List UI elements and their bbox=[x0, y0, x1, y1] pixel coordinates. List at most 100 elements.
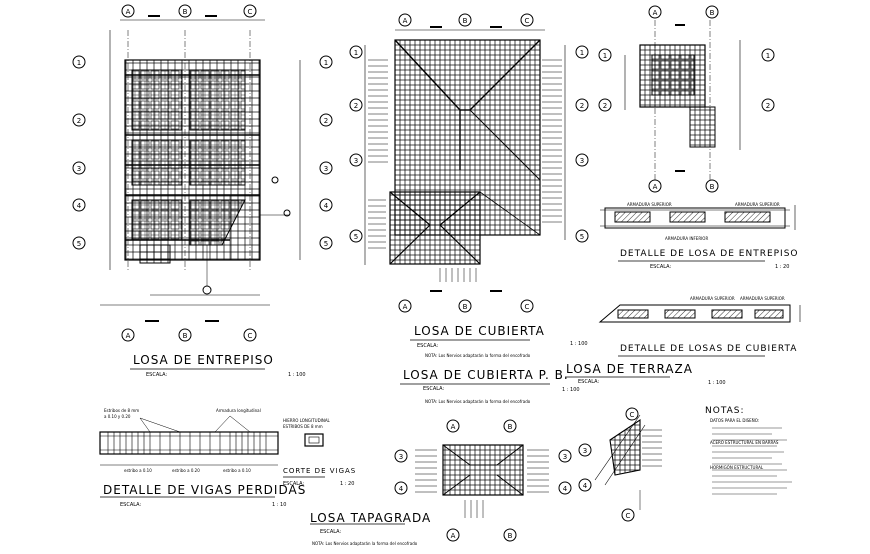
scale-detalle-vigas: 1 : 10 bbox=[272, 502, 287, 508]
grid-label-1: 1 bbox=[580, 49, 584, 57]
label-armadura-superior: ARMADURA SUPERIOR bbox=[735, 202, 780, 207]
plan-losa-cubierta-pb bbox=[415, 444, 549, 518]
grid-label-b: B bbox=[710, 183, 715, 191]
escala-label: ESCALA: bbox=[283, 481, 305, 487]
label-armadura-superior: ARMADURA SUPERIOR bbox=[627, 202, 672, 207]
label-armadura-superior: ARMADURA SUPERIOR bbox=[690, 296, 735, 301]
note-tapagrada: NOTA: Los Nervios adaptarán la forma del… bbox=[312, 541, 418, 546]
grid-label-b: B bbox=[183, 8, 188, 16]
label-estribos: Estribos de 8 mm bbox=[104, 408, 140, 413]
label-armadura-inferior: ARMADURA INFERIOR bbox=[665, 236, 709, 241]
label-estribo-b: estribo a 0.20 bbox=[172, 468, 200, 473]
grid-label-3: 3 bbox=[583, 447, 587, 455]
title-losa-cubierta-pb: LOSA DE CUBIERTA P. B. bbox=[403, 368, 569, 382]
dim-text-cubierta bbox=[368, 59, 562, 282]
grid-label-b: B bbox=[183, 332, 188, 340]
title-losa-terraza: LOSA DE TERRAZA bbox=[566, 362, 693, 376]
grid-label-c: C bbox=[248, 8, 253, 16]
grid-label-3: 3 bbox=[580, 157, 584, 165]
notas-item: ACERO ESTRUCTURAL EN BARRAS bbox=[710, 440, 779, 445]
label-estribos-corte: ESTRIBOS DE 8 mm bbox=[283, 424, 323, 429]
grid-label-2: 2 bbox=[580, 102, 584, 110]
escala-label: ESCALA: bbox=[578, 379, 600, 385]
grid-label-3: 3 bbox=[563, 453, 567, 461]
grid-label-1: 1 bbox=[603, 52, 607, 60]
escala-label: ESCALA: bbox=[650, 264, 672, 270]
scale-cubierta: 1 : 100 bbox=[570, 341, 588, 347]
detalle-losas-cubierta bbox=[598, 304, 801, 323]
title-notas: NOTAS: bbox=[705, 406, 745, 416]
grid-label-c: C bbox=[630, 411, 635, 419]
title-detalle-losas-cubierta: DETALLE DE LOSAS DE CUBIERTA bbox=[620, 344, 798, 354]
label-estribos-spacing: a 0.10 y 0.20 bbox=[104, 414, 131, 419]
scale-cubierta-pb: 1 : 100 bbox=[562, 387, 580, 393]
grid-label-c: C bbox=[525, 303, 530, 311]
notas-item: HORMIGÓN ESTRUCTURAL bbox=[710, 465, 764, 470]
label-armadura-longitudinal: Armadura longitudinal bbox=[216, 408, 261, 413]
label-hierro-longitudinal: HIERRO LONGITUDINAL bbox=[283, 418, 330, 423]
escala-label: ESCALA: bbox=[417, 343, 439, 349]
note-cubierta-pb: NOTA: Los Nervios adaptarán la forma del… bbox=[425, 399, 531, 404]
grid-bubbles-tapagrada: C C 3 4 bbox=[578, 407, 639, 522]
grid-label-4: 4 bbox=[324, 202, 329, 210]
scale-corte-vigas: 1 : 20 bbox=[340, 481, 355, 487]
grid-label-1: 1 bbox=[324, 59, 328, 67]
grid-label-2: 2 bbox=[603, 102, 607, 110]
plan-losa-cubierta bbox=[364, 26, 566, 292]
label-armadura-superior: ARMADURA SUPERIOR bbox=[740, 296, 785, 301]
grid-bubbles-pb: A B A B 3 4 3 4 bbox=[394, 419, 572, 542]
grid-label-2: 2 bbox=[766, 102, 770, 110]
grid-label-4: 4 bbox=[77, 202, 82, 210]
grid-label-5: 5 bbox=[354, 233, 358, 241]
title-losa-cubierta: LOSA DE CUBIERTA bbox=[414, 324, 545, 338]
grid-label-4: 4 bbox=[563, 485, 568, 493]
grid-label-b: B bbox=[508, 423, 513, 431]
escala-label: ESCALA: bbox=[423, 386, 445, 392]
grid-label-b: B bbox=[508, 532, 513, 540]
grid-label-2: 2 bbox=[77, 117, 81, 125]
grid-label-2: 2 bbox=[324, 117, 328, 125]
grid-label-4: 4 bbox=[583, 482, 588, 490]
escala-label: ESCALA: bbox=[320, 529, 342, 535]
grid-label-a: A bbox=[126, 8, 131, 16]
grid-label-a: A bbox=[403, 303, 408, 311]
escala-label: ESCALA: bbox=[120, 502, 142, 508]
title-detalle-vigas-perdidas: DETALLE DE VIGAS PERDIDAS bbox=[103, 483, 307, 497]
title-detalle-losa-entrepiso: DETALLE DE LOSA DE ENTREPISO bbox=[620, 249, 799, 259]
scale-detalle-entrepiso: 1 : 20 bbox=[775, 264, 790, 270]
plan-losa-terraza bbox=[624, 20, 741, 185]
grid-label-a: A bbox=[653, 9, 658, 17]
title-underlines bbox=[100, 260, 765, 525]
grid-label-b: B bbox=[463, 303, 468, 311]
grid-bubbles-entrepiso: A B C A B C 1 2 3 4 5 1 2 3 4 5 bbox=[72, 4, 333, 342]
grid-label-3: 3 bbox=[77, 165, 81, 173]
notas-item: DATOS PARA EL DISEÑO: bbox=[710, 418, 760, 423]
grid-label-2: 2 bbox=[354, 102, 358, 110]
scale-entrepiso: 1 : 100 bbox=[288, 372, 306, 378]
plan-losa-entrepiso bbox=[100, 15, 301, 322]
notas-lines bbox=[712, 427, 792, 495]
grid-label-a: A bbox=[126, 332, 131, 340]
grid-label-5: 5 bbox=[324, 240, 328, 248]
grid-label-5: 5 bbox=[77, 240, 81, 248]
note-cubierta: NOTA: Los Nervios adaptarán la forma del… bbox=[425, 353, 531, 358]
grid-label-1: 1 bbox=[354, 49, 358, 57]
detalle-vigas-perdidas bbox=[99, 415, 324, 466]
grid-label-b: B bbox=[710, 9, 715, 17]
scale-terraza: 1 : 100 bbox=[708, 380, 726, 386]
grid-label-5: 5 bbox=[580, 233, 584, 241]
title-losa-tapagrada: LOSA TAPAGRADA bbox=[310, 511, 432, 525]
escala-label: ESCALA: bbox=[146, 372, 168, 378]
grid-label-c: C bbox=[248, 332, 253, 340]
grid-label-b: B bbox=[463, 17, 468, 25]
grid-label-1: 1 bbox=[766, 52, 770, 60]
title-losa-entrepiso: LOSA DE ENTREPISO bbox=[133, 353, 274, 367]
grid-bubbles-cubierta: A B C A B C 1 2 3 5 1 2 3 5 bbox=[349, 13, 589, 313]
grid-label-4: 4 bbox=[399, 485, 404, 493]
detalle-losa-entrepiso bbox=[600, 205, 796, 230]
grid-label-a: A bbox=[451, 423, 456, 431]
grid-label-3: 3 bbox=[324, 165, 328, 173]
grid-label-c: C bbox=[525, 17, 530, 25]
grid-label-3: 3 bbox=[399, 453, 403, 461]
title-corte-vigas: CORTE DE VIGAS bbox=[283, 467, 357, 475]
